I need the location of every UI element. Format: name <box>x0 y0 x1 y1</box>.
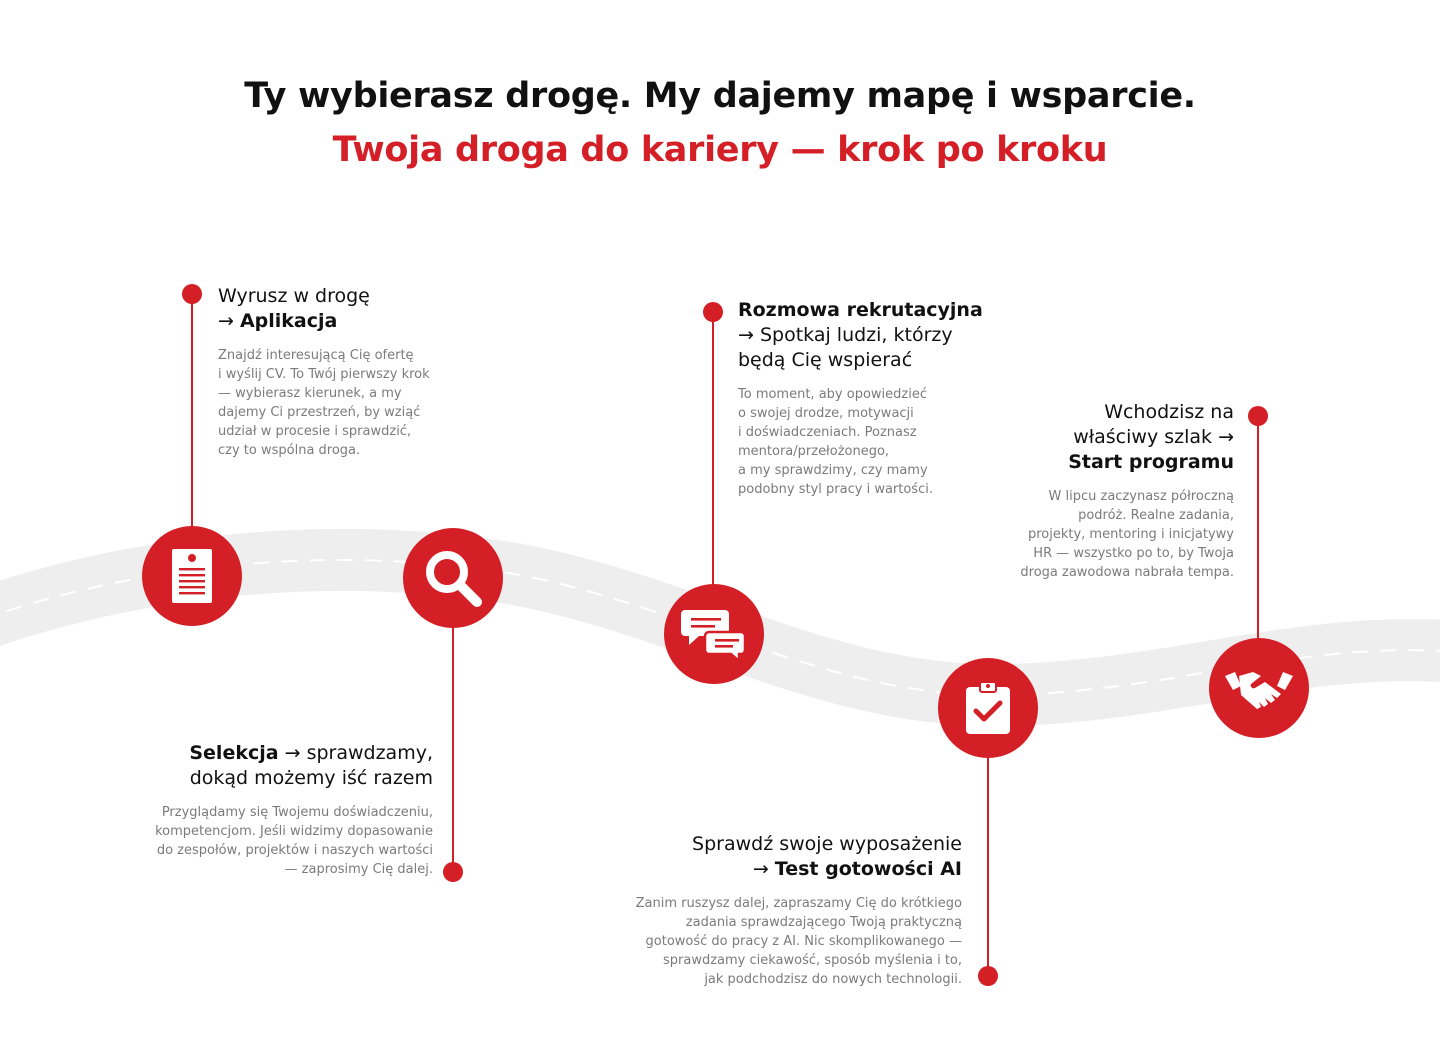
step-2-dot <box>443 862 463 882</box>
headline-sub: Twoja droga do kariery — krok po kroku <box>332 130 1108 170</box>
step-3-description: To moment, aby opowiedzieć o swojej drod… <box>738 387 933 497</box>
step-4-description: Zanim ruszysz dalej, zapraszamy Cię do k… <box>635 896 962 987</box>
step-5-dot <box>1248 406 1268 426</box>
step-1-title: Wyrusz w drogę → Aplikacja <box>218 285 370 332</box>
step-3-dot <box>703 302 723 322</box>
step-1-dot <box>182 284 202 304</box>
step-5-text: Wchodzisz na właściwy szlak → Start prog… <box>974 400 1234 582</box>
step-1-description: Znajdź interesującą Cię ofertę i wyślij … <box>218 348 430 458</box>
document-icon <box>142 526 242 626</box>
step-1-text: Wyrusz w drogę → Aplikacja Znajdź intere… <box>218 284 498 460</box>
step-5-description: W lipcu zaczynasz półroczną podróż. Real… <box>1020 489 1234 580</box>
headline-main: Ty wybierasz drogę. My dajemy mapę i wsp… <box>244 76 1196 116</box>
step-4-text: Sprawdź swoje wyposażenie → Test gotowoś… <box>582 832 962 989</box>
step-3-title: Rozmowa rekrutacyjna → Spotkaj ludzi, kt… <box>738 299 983 371</box>
step-2-description: Przyglądamy się Twojemu doświadczeniu, k… <box>155 805 433 877</box>
connector-line-3 <box>712 312 714 586</box>
step-2-title: Selekcja → sprawdzamy, dokąd możemy iść … <box>189 742 433 789</box>
step-2-text: Selekcja → sprawdzamy, dokąd możemy iść … <box>113 741 433 879</box>
chat-bubbles-icon <box>664 584 764 684</box>
magnifier-icon <box>403 528 503 628</box>
connector-line-2 <box>452 628 454 872</box>
handshake-icon <box>1209 638 1309 738</box>
step-5-title: Wchodzisz na właściwy szlak → Start prog… <box>1068 401 1234 473</box>
step-3-text: Rozmowa rekrutacyjna → Spotkaj ludzi, kt… <box>738 298 1018 499</box>
connector-line-4 <box>987 756 989 976</box>
connector-line-1 <box>191 294 193 528</box>
step-4-title: Sprawdź swoje wyposażenie → Test gotowoś… <box>692 833 962 880</box>
step-4-dot <box>978 966 998 986</box>
clipboard-check-icon <box>938 658 1038 758</box>
connector-line-5 <box>1257 416 1259 638</box>
